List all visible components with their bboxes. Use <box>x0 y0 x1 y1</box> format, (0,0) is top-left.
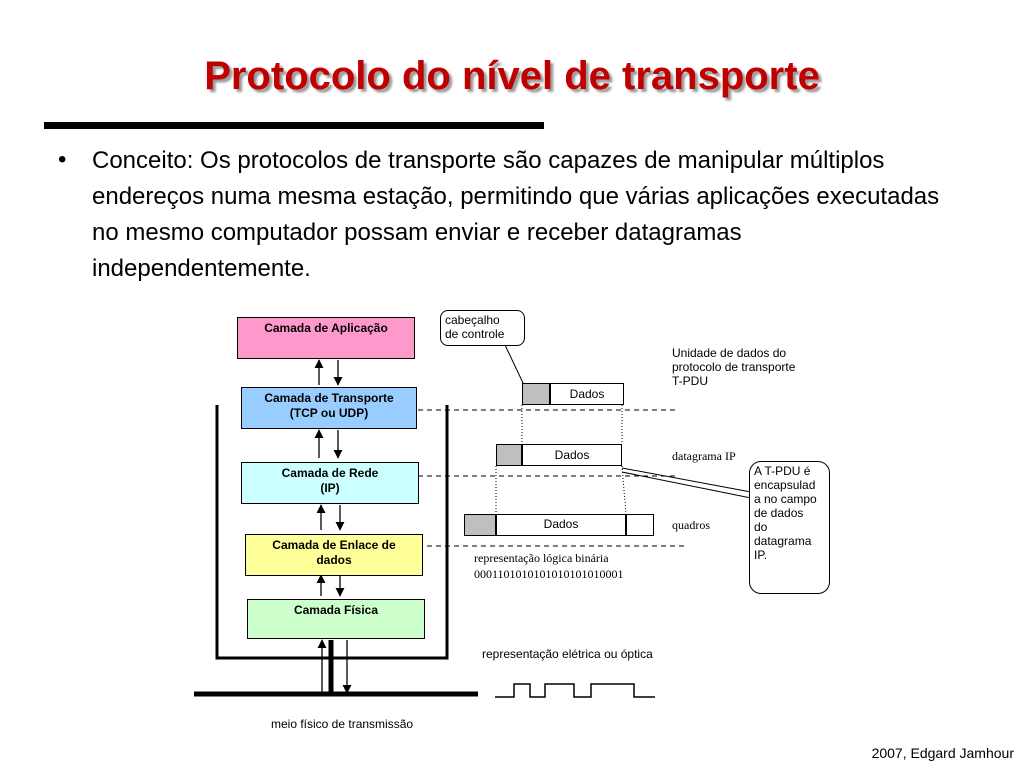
layer-transport: Camada de Transporte (TCP ou UDP) <box>241 387 417 429</box>
layer-network: Camada de Rede (IP) <box>241 462 419 504</box>
encapsulation-line6: datagrama <box>754 534 812 548</box>
layer-application: Camada de Aplicação <box>237 317 415 359</box>
bullet-text: Conceito: Os protocolos de transporte sã… <box>92 147 940 282</box>
layer-transport-label: Camada de Transporte <box>264 391 394 405</box>
encapsulation-line5: do <box>754 520 768 534</box>
encapsulation-line2: encapsulad <box>754 478 816 492</box>
bullet-marker: • <box>58 146 67 173</box>
title-underline <box>44 122 544 129</box>
encapsulation-callout: A T-PDU é encapsulad a no campo de dados… <box>749 461 830 594</box>
tpdu-label-line3: T-PDU <box>672 374 708 388</box>
tpdu-data-cell: Dados <box>550 383 624 405</box>
tpdu-label: Unidade de dados do protocolo de transpo… <box>672 346 795 388</box>
layer-application-label: Camada de Aplicação <box>264 321 388 335</box>
binary-label: representação lógica binária <box>474 551 609 565</box>
layer-network-sublabel: (IP) <box>320 481 340 495</box>
frame-header-cell <box>464 514 496 536</box>
electric-label: representação elétrica ou óptica <box>482 647 653 661</box>
medium-label: meio físico de transmissão <box>271 717 414 731</box>
encapsulation-line1: A T-PDU é <box>754 464 811 478</box>
ip-data-cell: Dados <box>522 444 622 466</box>
layer-physical-label: Camada Física <box>293 603 379 617</box>
tpdu-header-cell <box>522 383 550 405</box>
layer-datalink-label: Camada de Enlace de <box>272 538 396 552</box>
tpdu-label-line1: Unidade de dados do <box>672 346 787 360</box>
encapsulation-line4: de dados <box>754 506 804 520</box>
ip-datagram-label: datagrama IP <box>672 449 736 463</box>
encapsulation-line7: IP. <box>754 548 768 562</box>
layer-physical: Camada Física <box>247 599 425 639</box>
layer-datalink-sublabel: dados <box>316 553 352 567</box>
header-callout-line1: cabeçalho <box>445 313 500 327</box>
encapsulation-line3: a no campo <box>754 492 817 506</box>
binary-value: 0001101010101010101010001 <box>474 567 624 581</box>
frame-data-cell: Dados <box>496 514 626 536</box>
footer-credit: 2007, Edgard Jamhour <box>871 745 1014 761</box>
slide-title: Protocolo do nível de transporte <box>204 54 820 98</box>
frame-trailer-cell <box>626 514 654 536</box>
frames-label: quadros <box>672 518 710 532</box>
header-callout: cabeçalho de controle <box>440 310 525 346</box>
layer-transport-sublabel: (TCP ou UDP) <box>289 406 369 420</box>
layer-datalink: Camada de Enlace de dados <box>245 534 423 576</box>
ip-header-cell <box>496 444 522 466</box>
layer-network-label: Camada de Rede <box>281 466 379 480</box>
tpdu-label-line2: protocolo de transporte <box>672 360 796 374</box>
header-callout-line2: de controle <box>445 327 505 341</box>
